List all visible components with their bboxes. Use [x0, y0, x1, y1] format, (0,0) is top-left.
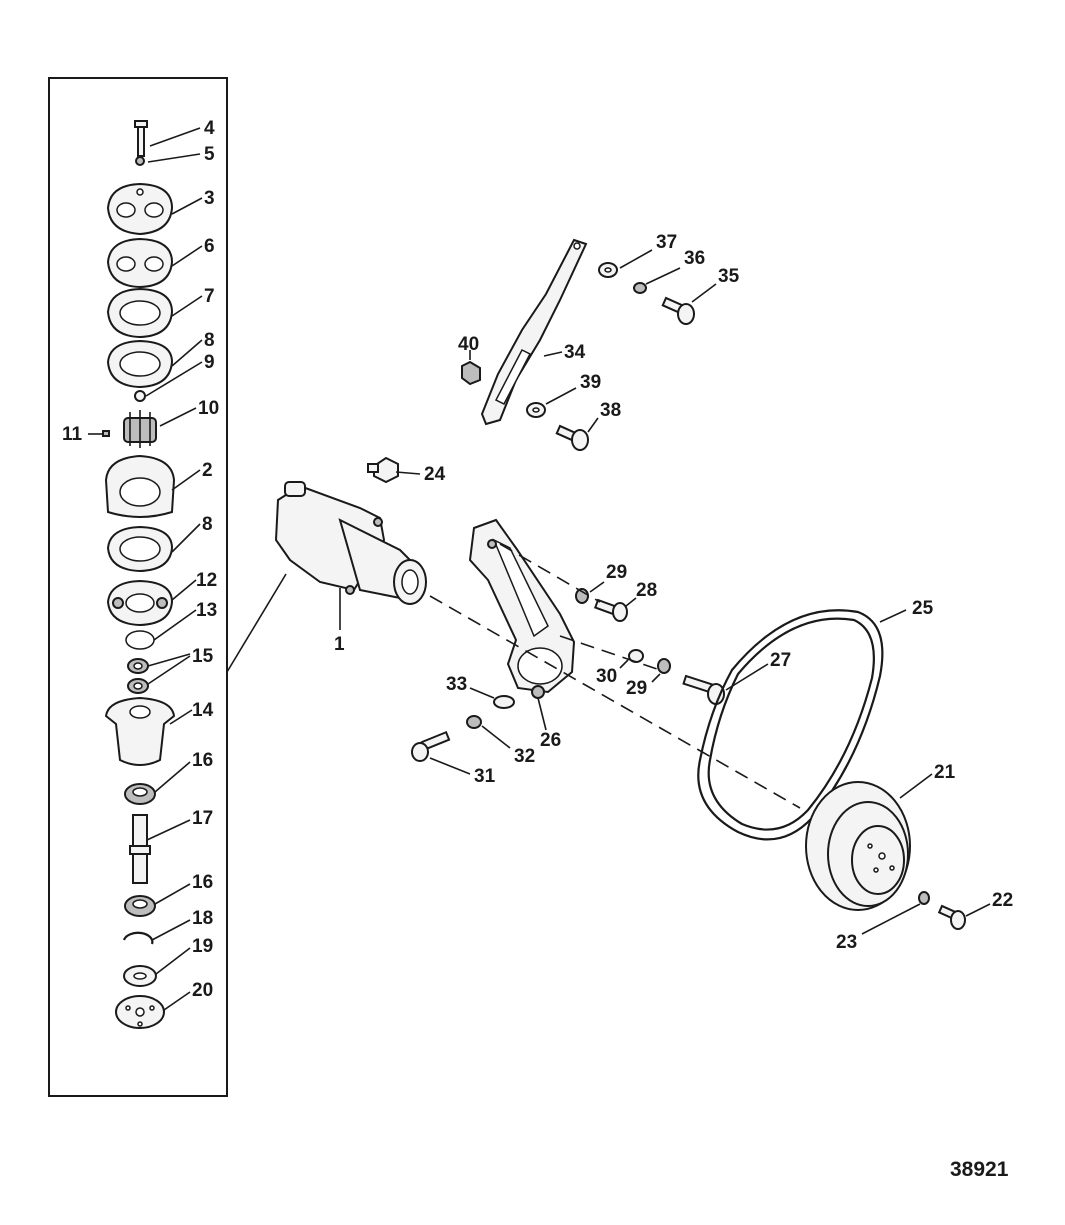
- adjusting-brace-part: [480, 238, 588, 426]
- fitting-part: [367, 456, 399, 484]
- callout-3: 3: [204, 188, 215, 209]
- key-part: [102, 430, 110, 437]
- pivot-bolt-part: [593, 598, 628, 622]
- brace-lockwasher-part: [633, 282, 647, 294]
- callout-labels: 4 5 3 6 7 8 9 10 11 2 8 12 13 15 14 16 1…: [62, 118, 1013, 1001]
- washer-thirtythree-part: [493, 695, 515, 709]
- o-ring-part: [125, 630, 155, 650]
- shaft-part: [129, 814, 151, 884]
- callout-21: 21: [934, 762, 956, 783]
- callout-14: 14: [192, 700, 214, 721]
- callout-29-upper: 29: [606, 562, 627, 583]
- callout-16-upper: 16: [192, 750, 213, 771]
- callout-10: 10: [198, 398, 219, 419]
- callout-9: 9: [204, 352, 215, 373]
- wear-plate-part: [106, 287, 174, 339]
- callout-35: 35: [718, 266, 740, 287]
- callout-13: 13: [196, 600, 217, 621]
- mounting-bracket-part: [468, 518, 576, 699]
- callout-33: 33: [446, 674, 467, 695]
- callout-27: 27: [770, 650, 791, 671]
- callout-38: 38: [600, 400, 621, 421]
- slot-bolt-part: [555, 424, 589, 451]
- callout-8-lower: 8: [202, 514, 213, 535]
- callout-25: 25: [912, 598, 934, 619]
- callout-36: 36: [684, 248, 705, 269]
- brace-nut-part: [461, 360, 481, 386]
- callout-6: 6: [204, 236, 215, 257]
- callout-2: 2: [202, 460, 213, 481]
- nut-part: [135, 156, 145, 166]
- callout-40: 40: [458, 334, 479, 355]
- callout-28: 28: [636, 580, 657, 601]
- gasket-part: [106, 237, 174, 289]
- callout-31: 31: [474, 766, 496, 787]
- pulley-bolt-part: [937, 904, 966, 930]
- impeller-part: [123, 410, 157, 448]
- cover-plate-part: [106, 182, 174, 236]
- lockwasher-lower-part: [657, 658, 671, 674]
- inset-frame: [48, 77, 228, 1097]
- seal-pair-part: [127, 658, 149, 694]
- face-plate-part: [106, 579, 174, 627]
- callout-17: 17: [192, 808, 213, 829]
- callout-26: 26: [540, 730, 561, 751]
- callout-7: 7: [204, 286, 215, 307]
- pulley-lockwasher-part: [918, 891, 930, 905]
- bearing-lower-part: [124, 895, 156, 917]
- callout-22: 22: [992, 890, 1013, 911]
- inset-connector-line: [226, 573, 287, 673]
- brace-washer-part: [598, 262, 618, 278]
- callout-34: 34: [564, 342, 586, 363]
- callout-16-lower: 16: [192, 872, 213, 893]
- callout-32: 32: [514, 746, 535, 767]
- washer-thirty-part: [628, 649, 644, 663]
- pump-assembly-part: [274, 481, 427, 605]
- hub-part: [115, 995, 165, 1029]
- left-leaders: [88, 127, 203, 1011]
- slot-washer-part: [526, 402, 546, 418]
- callout-5: 5: [204, 144, 215, 165]
- figure-number: 38921: [950, 1158, 1009, 1181]
- callout-15: 15: [192, 646, 214, 667]
- callout-39: 39: [580, 372, 601, 393]
- callout-19: 19: [192, 936, 213, 957]
- dowel-part: [134, 390, 146, 402]
- impeller-housing-part: [104, 454, 176, 518]
- pulley-part: [805, 781, 911, 911]
- gasket-second-part: [106, 525, 174, 573]
- assembly-centerlines: [429, 543, 801, 809]
- long-bolt-part: [682, 674, 725, 705]
- callout-12: 12: [196, 570, 217, 591]
- bracket-bolt-part: [411, 730, 451, 762]
- callout-11: 11: [62, 424, 83, 445]
- gasket-lower-part: [106, 339, 174, 389]
- washer-part: [123, 965, 157, 987]
- snap-ring-part: [122, 931, 154, 945]
- callout-24: 24: [424, 464, 446, 485]
- callout-18: 18: [192, 908, 213, 929]
- callout-37: 37: [656, 232, 677, 253]
- callout-29-lower: 29: [626, 678, 647, 699]
- callout-8-upper: 8: [204, 330, 215, 351]
- stud-part: [134, 120, 148, 157]
- callout-1: 1: [334, 634, 345, 655]
- callout-30: 30: [596, 666, 617, 687]
- callout-20: 20: [192, 980, 213, 1001]
- brace-bolt-part: [661, 296, 695, 325]
- bearing-housing-part: [104, 696, 176, 766]
- lockwasher-thirtytwo-part: [466, 715, 482, 729]
- callout-4: 4: [204, 118, 215, 139]
- bearing-upper-part: [124, 783, 156, 805]
- callout-23: 23: [836, 932, 857, 953]
- main-leaders: [339, 249, 991, 935]
